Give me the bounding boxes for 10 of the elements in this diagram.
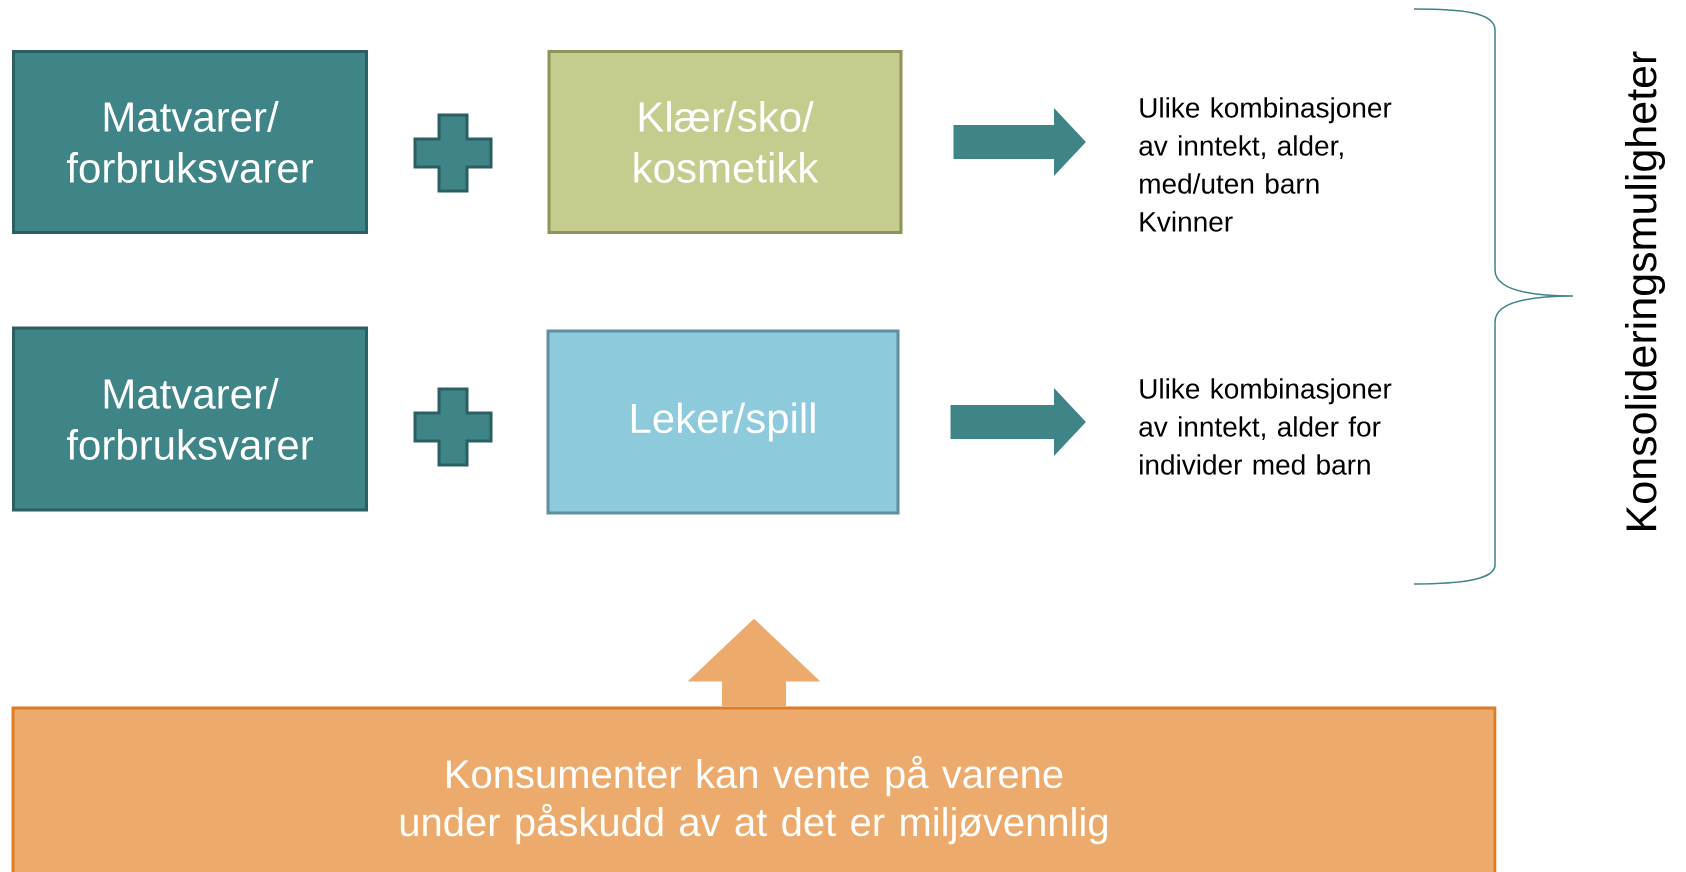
plus-sign — [413, 387, 493, 467]
description-text: Ulike kombinasjoner av inntekt, alder for individer med barn — [1139, 378, 1392, 475]
category-box: Matvarer/ forbruksvarer — [12, 326, 368, 512]
note-banner: Konsumenter kan vente på varene under påskudd av at det er miljøvennlig — [11, 706, 1497, 872]
side-label: Konsolideringsmuligheter — [1624, 51, 1666, 530]
category-box: Matvarer/ forbruksvarer — [12, 50, 368, 234]
category-box: Klær/sko/ kosmetikk — [547, 50, 903, 234]
plus-sign — [413, 113, 493, 193]
description-text: Ulike kombinasjoner av inntekt, alder, med/uten barn Kvinner — [1139, 97, 1392, 232]
category-box: Leker/spill — [546, 329, 900, 515]
